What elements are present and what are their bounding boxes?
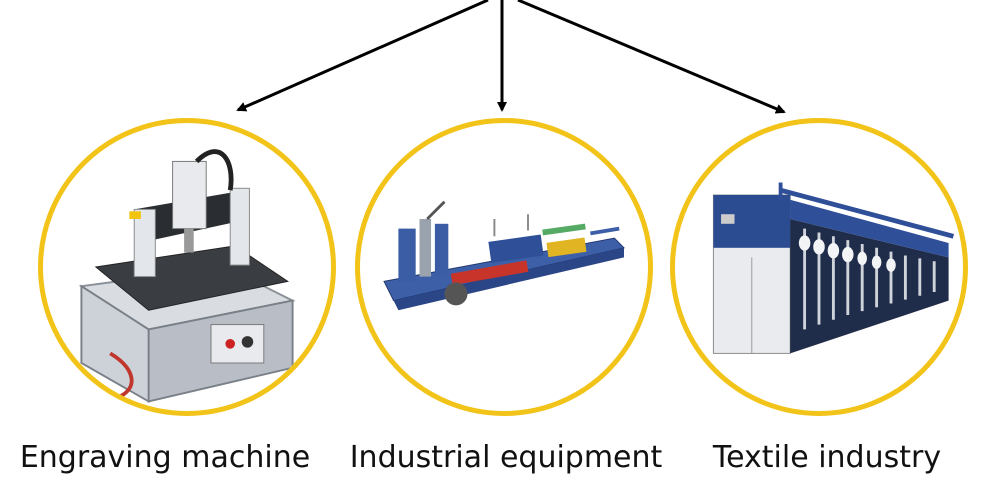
textile-industry-circle xyxy=(670,118,968,416)
arrow-left xyxy=(236,0,489,112)
arrow-right xyxy=(517,0,786,114)
textile-machine-icon xyxy=(712,182,955,354)
label-textile-industry: Textile industry xyxy=(712,440,942,475)
engraving-machine-circle xyxy=(38,118,336,416)
branch-arrows xyxy=(236,0,786,114)
label-engraving-machine: Engraving machine xyxy=(19,440,311,475)
industrial-equipment-circle xyxy=(355,118,653,416)
cnc-engraving-machine-icon xyxy=(78,149,296,404)
extrusion-line-icon xyxy=(383,200,625,311)
label-industrial-equipment: Industrial equipment xyxy=(349,440,663,475)
